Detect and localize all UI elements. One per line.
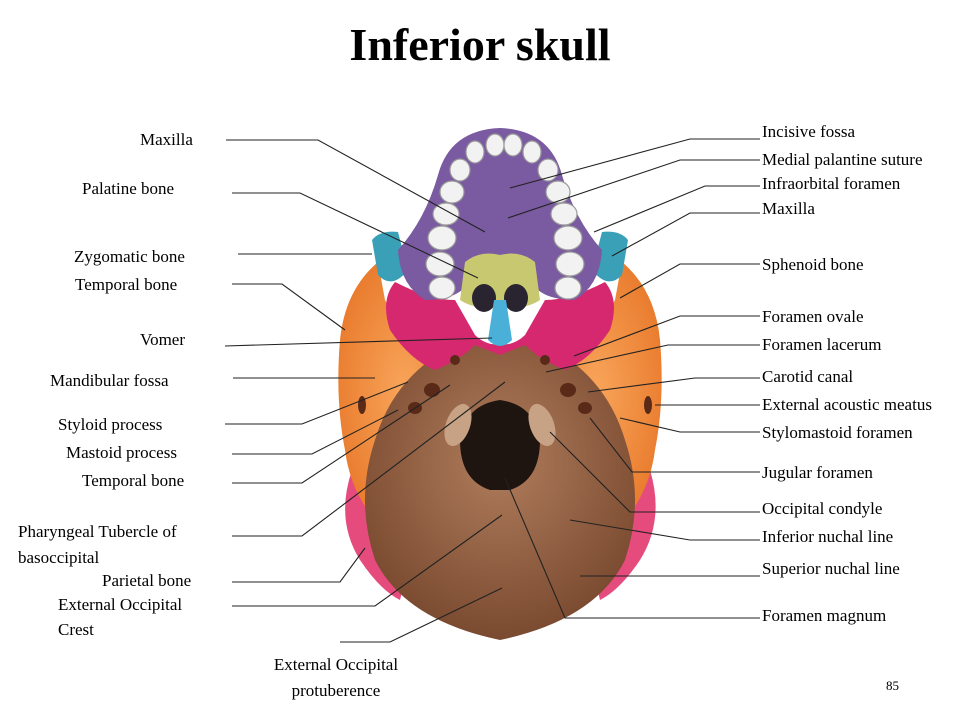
label-infraorbital-foramen: Infraorbital foramen [762, 174, 901, 193]
label-foramen-magnum: Foramen magnum [762, 606, 887, 625]
label-external-acoustic-meatus: External acoustic meatus [762, 395, 932, 414]
label-maxilla-left: Maxilla [140, 130, 193, 149]
label-mandibular-fossa: Mandibular fossa [50, 371, 169, 390]
label-vomer: Vomer [140, 330, 186, 349]
label-palatine-bone: Palatine bone [82, 179, 175, 198]
occipital-condyle-left [444, 403, 472, 447]
label-mastoid-process: Mastoid process [66, 443, 177, 462]
label-stylomastoid-foramen: Stylomastoid foramen [762, 423, 913, 442]
label-external-occipital-crest-line2: Crest [58, 620, 94, 639]
label-sphenoid-bone: Sphenoid bone [762, 255, 864, 274]
label-pharyngeal-tubercle-line2: basoccipital [18, 548, 100, 567]
label-styloid-process: Styloid process [58, 415, 163, 434]
foramen-magnum-opening [460, 400, 540, 490]
teeth-group [425, 133, 585, 300]
sphenoid-bone-region [386, 282, 614, 370]
foramina-group [358, 355, 652, 414]
label-carotid-canal: Carotid canal [762, 367, 854, 386]
label-medial-palatine-suture: Medial palantine suture [762, 150, 923, 169]
choana-left [472, 284, 496, 312]
label-temporal-bone-lower: Temporal bone [82, 471, 185, 490]
label-foramen-ovale: Foramen ovale [762, 307, 864, 326]
occipital-bone-region [365, 344, 635, 640]
label-incisive-fossa: Incisive fossa [762, 122, 856, 141]
label-occipital-condyle: Occipital condyle [762, 499, 883, 518]
label-pharyngeal-tubercle-line1: Pharyngeal Tubercle of [18, 522, 177, 541]
label-inferior-nuchal-line: Inferior nuchal line [762, 527, 894, 546]
label-foramen-lacerum: Foramen lacerum [762, 335, 882, 354]
label-external-occipital-crest-line1: External Occipital [58, 595, 183, 614]
occipital-condyle-right [528, 403, 556, 447]
label-external-occipital-protuberence-line2: protuberence [291, 681, 381, 700]
zygomatic-bone-right-region [592, 231, 628, 282]
label-superior-nuchal-line: Superior nuchal line [762, 559, 900, 578]
vomer-region [488, 300, 512, 346]
label-temporal-bone-upper: Temporal bone [75, 275, 178, 294]
page-number: 85 [886, 678, 899, 693]
label-external-occipital-protuberence-line1: External Occipital [273, 655, 399, 674]
zygomatic-bone-left-region [372, 231, 408, 282]
label-maxilla-right: Maxilla [762, 199, 815, 218]
page-title: Inferior skull [349, 19, 611, 70]
choana-right [504, 284, 528, 312]
label-jugular-foramen: Jugular foramen [762, 463, 873, 482]
label-zygomatic-bone: Zygomatic bone [74, 247, 185, 266]
leader-lines [224, 138, 760, 643]
label-parietal-bone: Parietal bone [102, 571, 192, 590]
